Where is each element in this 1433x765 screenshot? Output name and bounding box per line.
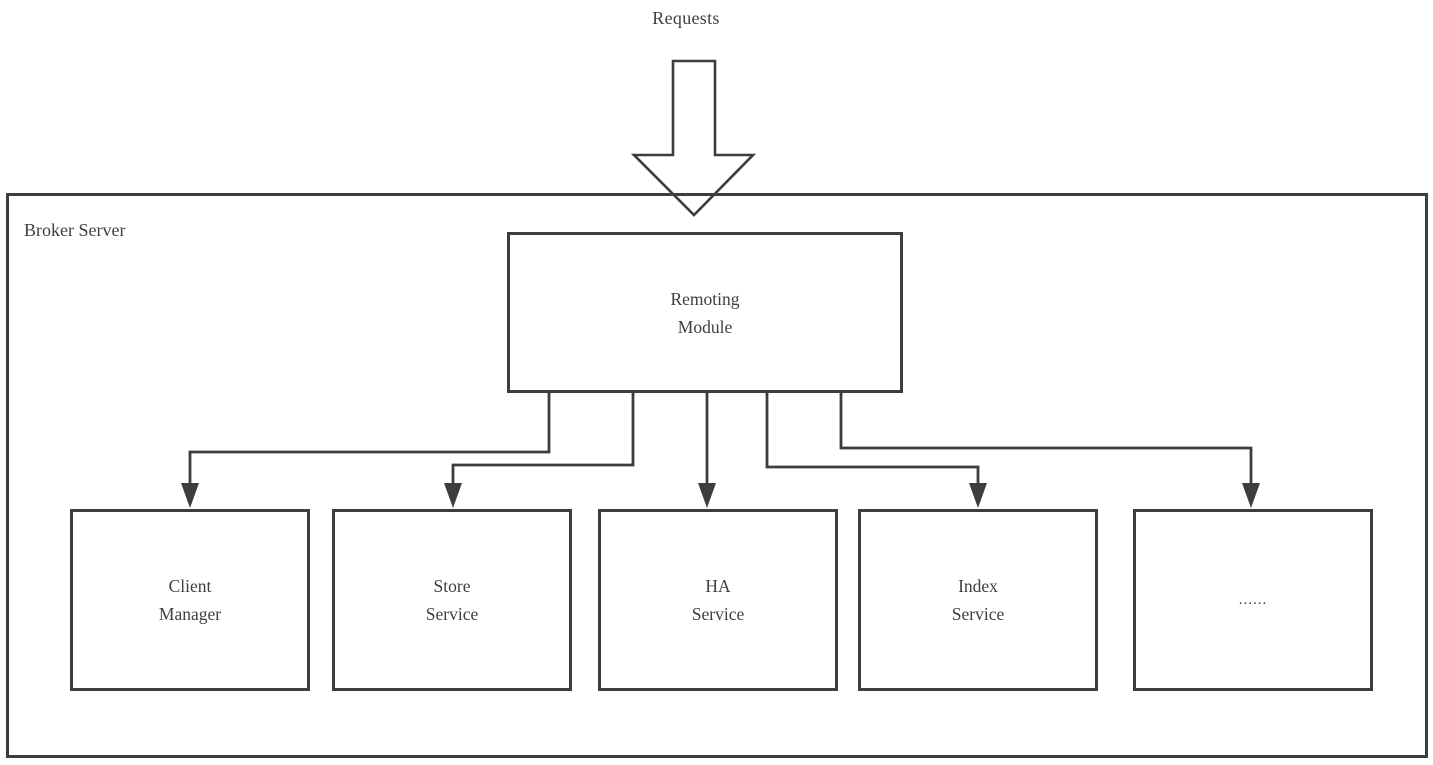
- arrowhead-store-service-icon: [444, 483, 462, 508]
- arrowhead-client-manager-icon: [181, 483, 199, 508]
- node-client-manager: Client Manager: [70, 509, 310, 691]
- arrowhead-dots-icon: [1242, 483, 1260, 508]
- arrowhead-ha-service-icon: [698, 483, 716, 508]
- connector-store-service: [451, 393, 635, 486]
- requests-label: Requests: [652, 8, 720, 28]
- broker-server-box: [6, 193, 1428, 758]
- node-remoting-module: Remoting Module: [507, 232, 903, 393]
- node-store-service: Store Service: [332, 509, 572, 691]
- connector-dots: [839, 393, 1253, 486]
- arrowhead-index-service-icon: [969, 483, 987, 508]
- node-ha-service: HA Service: [598, 509, 838, 691]
- down-arrow-icon: [630, 59, 757, 217]
- connector-client-manager: [188, 393, 551, 486]
- node-index-service: Index Service: [858, 509, 1098, 691]
- connector-index-service: [765, 393, 980, 486]
- node-dots: ......: [1133, 509, 1373, 691]
- broker-server-label: Broker Server: [24, 220, 126, 240]
